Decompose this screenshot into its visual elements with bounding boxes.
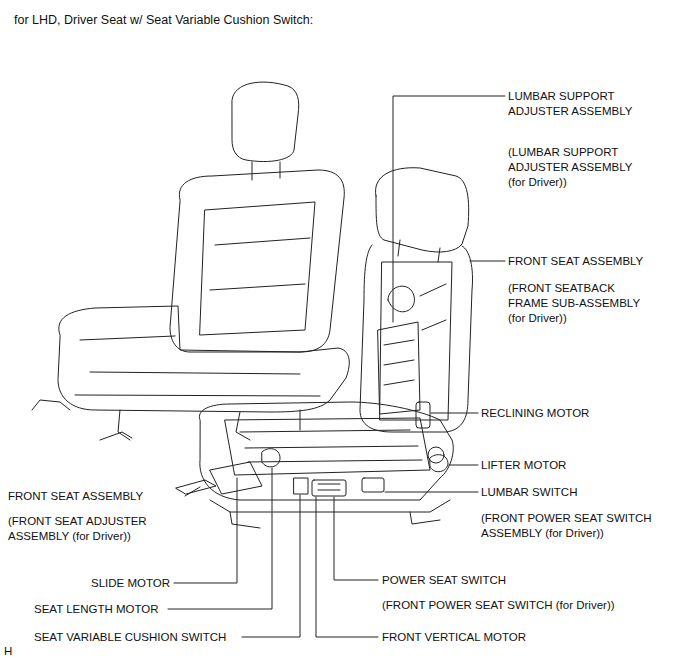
leader-line [334, 497, 378, 580]
cushion-seam [75, 336, 320, 396]
backrest [170, 170, 344, 352]
lumbar-wire [388, 286, 414, 312]
headrest [375, 168, 468, 252]
part-label: H [4, 644, 12, 658]
lumbar-switch [362, 478, 384, 492]
part-label: SEAT VARIABLE CUSHION SWITCH [34, 630, 226, 645]
part-label: (FRONT SEATBACK FRAME SUB-ASSEMBLY (for … [508, 281, 648, 326]
part-label: RECLINING MOTOR [481, 406, 589, 421]
part-label: POWER SEAT SWITCH [382, 573, 506, 588]
seat-length-motor [262, 449, 280, 467]
headrest-post [252, 162, 280, 180]
part-label: SEAT LENGTH MOTOR [34, 602, 159, 617]
part-label: FRONT SEAT ASSEMBLY [508, 254, 683, 269]
leader-line [185, 487, 200, 496]
leader-line [168, 468, 272, 609]
part-label: FRONT VERTICAL MOTOR [382, 630, 526, 645]
leader-line [470, 261, 505, 262]
part-label: (FRONT SEAT ADJUSTER ASSEMBLY (for Drive… [8, 514, 178, 544]
leader-line [242, 495, 300, 637]
seat-variable-cushion-switch [294, 478, 308, 494]
part-label: LUMBAR SWITCH [481, 485, 577, 500]
lumbar-support-adjuster [378, 322, 420, 414]
seat-rail [210, 500, 450, 528]
leader-line [393, 96, 505, 322]
switch-knob [318, 484, 340, 490]
frame-wire [420, 284, 446, 330]
headrest [232, 82, 299, 161]
part-label: (LUMBAR SUPPORT ADJUSTER ASSEMBLY (for D… [508, 145, 648, 190]
part-label: LIFTER MOTOR [481, 458, 566, 473]
leader-line [431, 413, 478, 414]
seatback-frame [380, 262, 452, 420]
seat-cushion [58, 306, 349, 412]
leader-line [174, 478, 237, 583]
part-label: SLIDE MOTOR [91, 576, 170, 591]
part-label: (FRONT POWER SEAT SWITCH (for Driver)) [382, 598, 682, 613]
leader-line [385, 492, 478, 493]
leader-line [316, 497, 378, 637]
backrest-seam [200, 202, 315, 335]
cushion-spring [225, 418, 430, 475]
diagram-title: for LHD, Driver Seat w/ Seat Variable Cu… [14, 12, 313, 28]
rail-bracket [100, 432, 216, 494]
power-seat-switch [312, 480, 346, 496]
slide-motor [210, 462, 262, 494]
part-label: (FRONT POWER SEAT SWITCH ASSEMBLY (for D… [481, 511, 681, 541]
lifter-motor [430, 455, 448, 472]
part-label: FRONT SEAT ASSEMBLY [8, 489, 143, 504]
part-label: LUMBAR SUPPORT ADJUSTER ASSEMBLY [508, 89, 658, 119]
leader-line [449, 465, 478, 466]
headrest-post [398, 240, 440, 262]
